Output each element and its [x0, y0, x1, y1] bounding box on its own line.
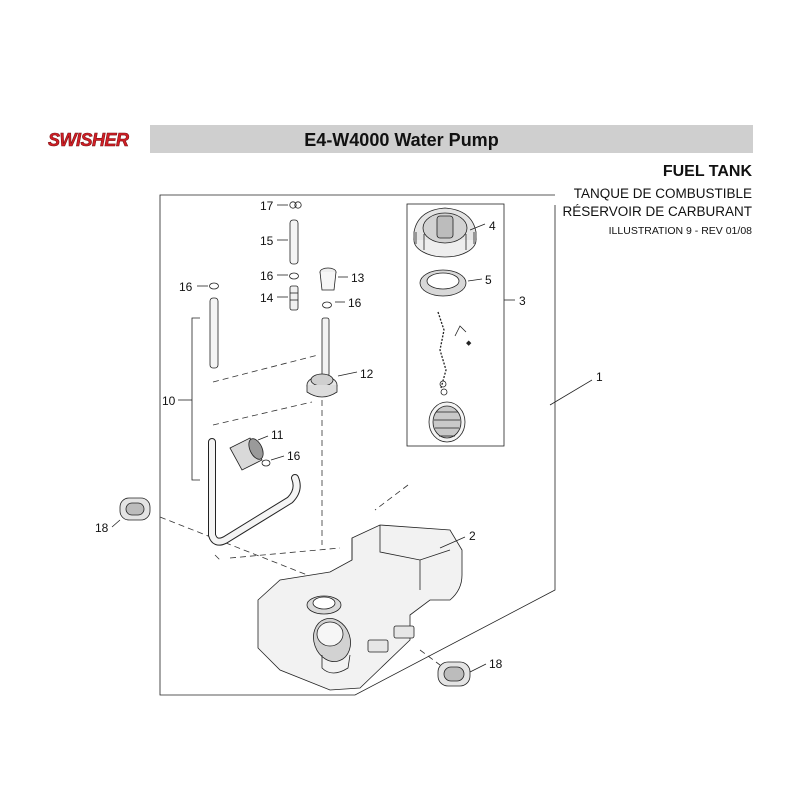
section-title-es: TANQUE DE COMBUSTIBLE: [573, 186, 752, 201]
callout-4: 4: [489, 219, 496, 233]
callout-16-filter: 16: [287, 449, 301, 463]
bracket-10: [191, 317, 200, 481]
callout-numbers: 17 15 16 16 14 13 16 12 10 11 16 4 5 3 1…: [95, 199, 603, 671]
callout-3: 3: [519, 294, 526, 308]
svg-text:◆: ◆: [466, 340, 472, 347]
callout-14: 14: [260, 291, 274, 305]
callout-15: 15: [260, 234, 274, 248]
callout-18-right: 18: [489, 657, 503, 671]
leader-lines: [111, 204, 593, 673]
fuel-pickup-part-12: [306, 317, 338, 398]
fuel-tank-part-2: [257, 524, 463, 691]
section-title-en: FUEL TANK: [662, 163, 752, 180]
callout-2: 2: [469, 529, 476, 543]
fuel-cap-part-4: [413, 207, 477, 258]
callout-1: 1: [596, 370, 603, 384]
clip-part: [289, 201, 302, 209]
grommet-part-18b: [437, 661, 471, 687]
callout-13: 13: [351, 271, 365, 285]
callout-12: 12: [360, 367, 374, 381]
callout-11: 11: [271, 428, 284, 442]
gasket-part-5: [419, 269, 467, 297]
fuel-filter-part-11: [229, 437, 264, 471]
o-ring-left: [209, 282, 219, 290]
o-ring-filter: [261, 459, 271, 467]
section-title-fr: RÉSERVOIR DE CARBURANT: [562, 204, 752, 219]
callout-16-right: 16: [348, 296, 362, 310]
fuel-line-straight: [209, 297, 219, 369]
header-bar: [150, 125, 753, 153]
page-title: E4-W4000 Water Pump: [304, 130, 499, 150]
tube-part-15: [289, 219, 299, 265]
fitting-part-14: [289, 285, 299, 311]
illustration-number: ILLUSTRATION 9 - REV 01/08: [608, 225, 752, 237]
swisher-logo: SWISHER: [48, 130, 130, 151]
o-ring-top: [289, 272, 299, 280]
logo-text: SWISHER: [48, 130, 129, 150]
o-ring-right: [322, 301, 332, 309]
bushing-part-13: [319, 267, 337, 291]
callout-18-left: 18: [95, 521, 109, 535]
cap-assembly-box: [406, 203, 505, 447]
assembly-outline: [159, 194, 556, 696]
assembly-dashed-lines: [159, 354, 441, 666]
chain-strainer-part-3: ◆: [428, 311, 472, 443]
callout-16-left: 16: [179, 280, 193, 294]
callout-16-top: 16: [260, 269, 274, 283]
callout-10: 10: [162, 394, 176, 408]
grommet-part-18a: [119, 497, 151, 521]
callout-17: 17: [260, 199, 274, 213]
callout-5: 5: [485, 273, 492, 287]
